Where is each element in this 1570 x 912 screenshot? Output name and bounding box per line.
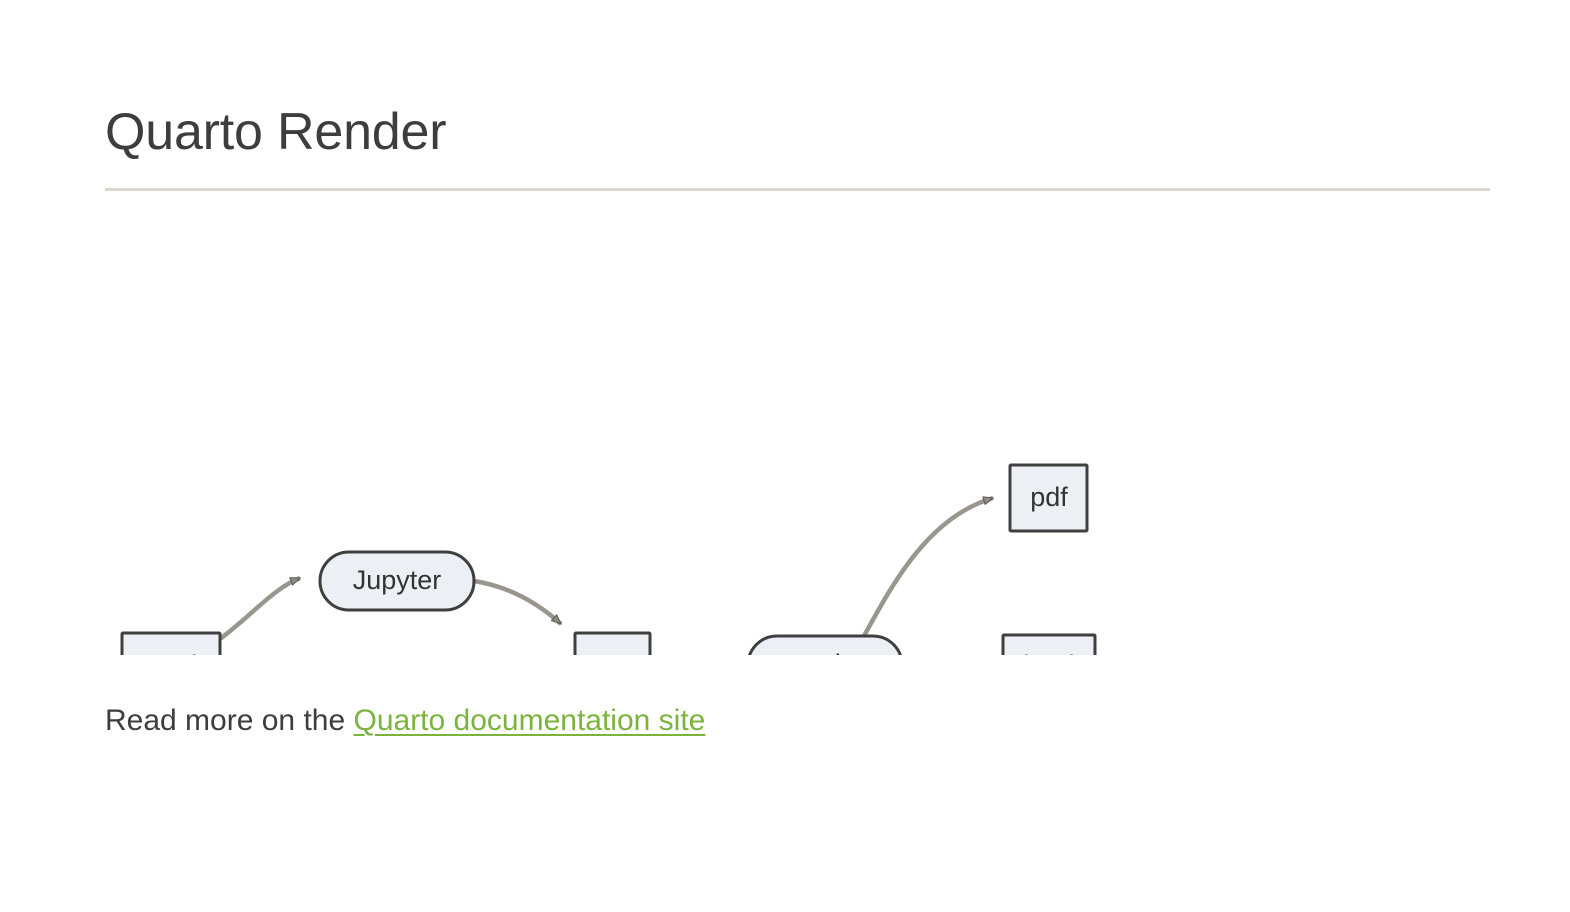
read-more-paragraph: Read more on the Quarto documentation si…: [105, 700, 705, 742]
read-more-lead-text: Read more on the: [105, 704, 354, 737]
node-md[interactable]: md: [573, 631, 652, 655]
diagram-nodes: qmd Jupyter knitr md pandoc: [120, 463, 1097, 655]
node-pdf-label: pdf: [1030, 482, 1068, 512]
edge-pandoc-to-pdf: [862, 495, 993, 638]
quarto-documentation-link[interactable]: Quarto documentation site: [353, 704, 706, 737]
edge-qmd-to-jupyter: [218, 575, 300, 641]
node-jupyter[interactable]: Jupyter: [318, 550, 476, 612]
node-pandoc-label: pandoc: [781, 649, 870, 655]
node-pandoc-shape[interactable]: [748, 634, 902, 655]
node-qmd-label: qmd: [145, 650, 198, 655]
diagram-edges: [218, 495, 993, 641]
edge-jupyter-to-md: [473, 578, 563, 626]
quarto-render-diagram: qmd Jupyter knitr md pandoc: [0, 215, 1570, 655]
node-jupyter-shape[interactable]: [318, 550, 476, 612]
node-html-label: html: [1023, 650, 1074, 655]
node-html-shape[interactable]: [1001, 633, 1097, 655]
node-pdf-shape[interactable]: [1008, 463, 1089, 533]
node-html[interactable]: html: [1001, 633, 1097, 655]
node-pandoc[interactable]: pandoc: [748, 634, 902, 655]
node-qmd[interactable]: qmd: [120, 631, 222, 655]
node-pdf[interactable]: pdf: [1008, 463, 1089, 533]
node-md-shape[interactable]: [573, 631, 652, 655]
page-title: Quarto Render: [105, 103, 447, 161]
node-qmd-shape[interactable]: [120, 631, 222, 655]
node-jupyter-label: Jupyter: [353, 565, 442, 595]
title-divider: [105, 188, 1490, 191]
node-md-label: md: [593, 651, 631, 655]
